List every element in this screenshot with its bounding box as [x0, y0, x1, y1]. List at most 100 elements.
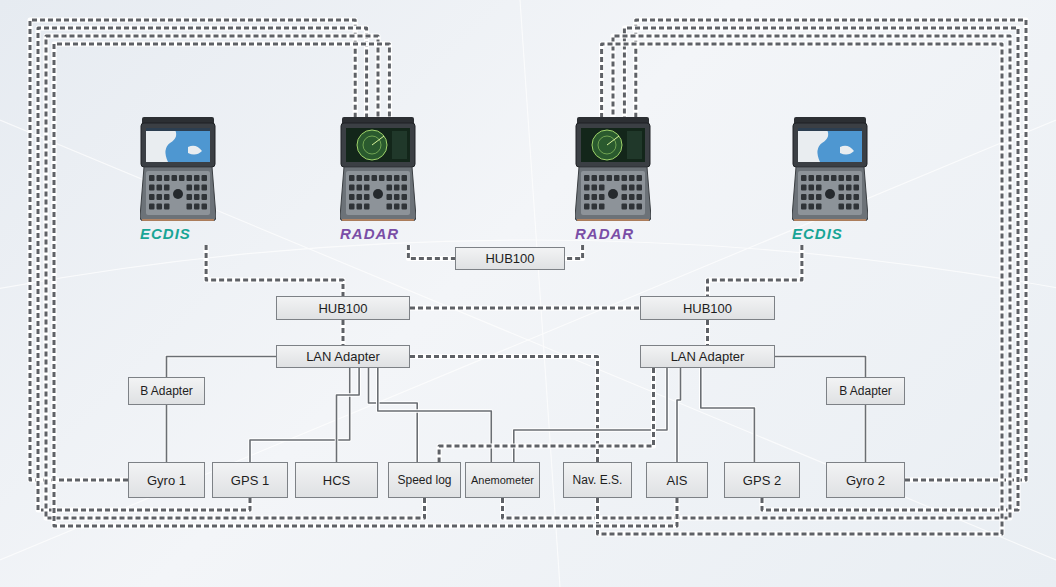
- console-illustration: [140, 117, 216, 221]
- serial-connector: [46, 36, 425, 518]
- equipment-box: LAN Adapter: [640, 345, 775, 368]
- equipment-box: HUB100: [455, 247, 565, 270]
- equipment-box: B Adapter: [826, 377, 905, 405]
- connector-line: [565, 245, 583, 259]
- connector-line: [503, 36, 1011, 518]
- connector-halo: [705, 320, 710, 345]
- box-label: LAN Adapter: [671, 349, 745, 364]
- lan-connector: [677, 368, 681, 462]
- serial-connector: [708, 245, 802, 296]
- connector-halo: [775, 357, 866, 378]
- console-label: RADAR: [575, 224, 651, 244]
- connector-line: [624, 28, 1018, 510]
- connector-line: [598, 44, 1003, 534]
- box-label: HCS: [323, 473, 350, 488]
- box-label: HUB100: [683, 301, 732, 316]
- equipment-box: Speed log: [388, 462, 461, 498]
- lan-connector: [167, 357, 277, 378]
- connector-line: [166, 405, 168, 462]
- connector-line: [775, 357, 866, 378]
- serial-connector: [343, 320, 344, 345]
- connector-halo: [708, 245, 802, 296]
- console-label: ECDIS: [792, 224, 868, 244]
- equipment-box: HUB100: [640, 296, 775, 320]
- console-unit: RADAR: [340, 117, 416, 245]
- connector-halo: [701, 368, 755, 462]
- connector-line: [250, 368, 350, 462]
- connector-halo: [46, 36, 425, 518]
- connector-halo: [598, 44, 1003, 534]
- box-label: B Adapter: [839, 384, 892, 398]
- connector-halo: [408, 245, 455, 259]
- connector-line: [46, 36, 425, 518]
- connector-halo: [636, 20, 1026, 480]
- connector-line: [369, 368, 418, 462]
- connector-line: [206, 245, 343, 296]
- console-illustration: [792, 117, 868, 221]
- serial-connector: [38, 28, 367, 510]
- equipment-box: LAN Adapter: [276, 345, 410, 368]
- serial-connector: [598, 44, 1003, 534]
- connector-line: [38, 28, 367, 510]
- connector-line: [167, 357, 277, 378]
- connector-line: [410, 307, 640, 310]
- serial-connector: [565, 245, 583, 259]
- box-label: GPS 2: [743, 473, 781, 488]
- connector-halo: [206, 245, 343, 296]
- console-illustration: [575, 117, 651, 221]
- connector-line: [677, 368, 681, 462]
- equipment-box: HCS: [295, 462, 378, 498]
- box-label: B Adapter: [140, 384, 193, 398]
- box-label: HUB100: [485, 251, 534, 266]
- box-label: HUB100: [318, 301, 367, 316]
- box-label: GPS 1: [231, 473, 269, 488]
- console-unit: ECDIS: [140, 117, 216, 245]
- connector-halo: [337, 368, 360, 462]
- serial-connector: [439, 368, 653, 462]
- connector-halo: [369, 368, 418, 462]
- box-label: Gyro 1: [147, 473, 186, 488]
- lan-connector: [337, 368, 360, 462]
- serial-connector: [54, 44, 677, 526]
- equipment-box: AIS: [646, 462, 708, 498]
- lan-connector: [701, 368, 755, 462]
- connector-line: [439, 368, 653, 462]
- connector-line: [408, 245, 455, 259]
- connector-halo: [30, 20, 355, 480]
- equipment-box: Gyro 1: [128, 462, 205, 498]
- serial-connector: [206, 245, 343, 296]
- serial-connector: [624, 28, 1018, 510]
- serial-connector: [503, 36, 1011, 518]
- box-label: AIS: [667, 473, 688, 488]
- box-label: Speed log: [397, 473, 451, 487]
- equipment-box: GPS 2: [724, 462, 800, 498]
- connector-halo: [864, 405, 868, 462]
- equipment-box: Anemometer: [465, 462, 540, 498]
- connector-halo: [410, 306, 640, 311]
- connector-halo: [439, 368, 653, 462]
- connector-halo: [677, 368, 681, 462]
- console-unit: ECDIS: [792, 117, 868, 245]
- lan-connector: [865, 405, 866, 462]
- equipment-box: HUB100: [276, 296, 410, 320]
- console-illustration: [340, 117, 416, 221]
- lan-connector: [250, 368, 350, 462]
- connector-line: [708, 245, 802, 296]
- connector-halo: [624, 28, 1018, 510]
- box-label: Anemometer: [471, 474, 534, 486]
- connector-halo: [38, 28, 367, 510]
- connector-line: [342, 320, 345, 345]
- lan-connector: [775, 357, 866, 378]
- serial-connector: [408, 245, 455, 259]
- connector-halo: [165, 405, 169, 462]
- connector-line: [706, 320, 709, 345]
- connector-line: [54, 44, 677, 526]
- connector-line: [30, 20, 355, 480]
- connector-line: [865, 405, 867, 462]
- equipment-box: GPS 1: [212, 462, 288, 498]
- connector-halo: [565, 245, 583, 259]
- connector-halo: [341, 320, 346, 345]
- console-unit: RADAR: [575, 117, 651, 245]
